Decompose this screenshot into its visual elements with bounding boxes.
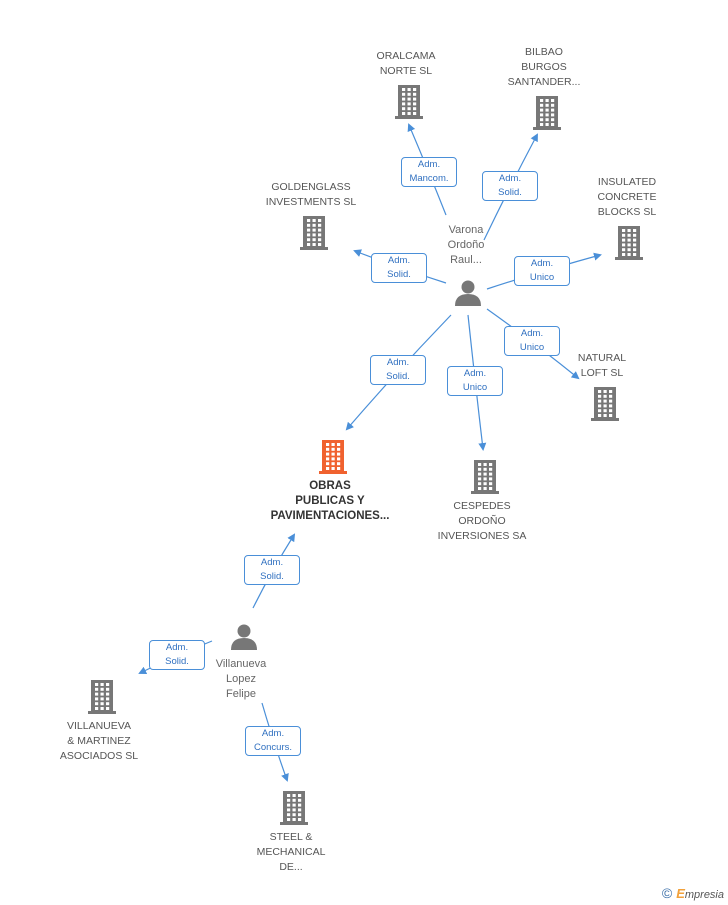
- building-icon[interactable]: [471, 460, 499, 494]
- empresia-logo[interactable]: ©Empresia: [662, 885, 724, 901]
- building-icon[interactable]: [533, 96, 561, 130]
- building-icon[interactable]: [615, 226, 643, 260]
- company-label[interactable]: ORALCAMA NORTE SL: [376, 50, 436, 77]
- company-label[interactable]: OBRAS PUBLICAS Y PAVIMENTACIONES...: [270, 480, 390, 522]
- role-badge[interactable]: Adm. Solid.: [149, 640, 205, 670]
- company-label[interactable]: VILLANUEVA & MARTINEZ ASOCIADOS SL: [59, 720, 139, 762]
- copyright-icon: ©: [661, 885, 673, 901]
- company-label[interactable]: GOLDENGLASS INVESTMENTS SL: [265, 181, 357, 208]
- building-icon[interactable]: [300, 216, 328, 250]
- role-badge[interactable]: Adm. Unico: [514, 256, 570, 286]
- building-icon[interactable]: [280, 791, 308, 825]
- role-badge[interactable]: Adm. Solid.: [482, 171, 538, 201]
- company-label[interactable]: STEEL & MECHANICAL DE...: [256, 831, 326, 873]
- building-icon[interactable]: [591, 387, 619, 421]
- company-label[interactable]: BILBAO BURGOS SANTANDER...: [507, 46, 581, 88]
- building-icon[interactable]: [395, 85, 423, 119]
- company-label[interactable]: INSULATED CONCRETE BLOCKS SL: [597, 176, 657, 218]
- brand-initial: E: [676, 886, 685, 901]
- role-badge[interactable]: Adm. Solid.: [244, 555, 300, 585]
- role-badge[interactable]: Adm. Solid.: [371, 253, 427, 283]
- role-badge[interactable]: Adm. Unico: [504, 326, 560, 356]
- edges-layer: [138, 123, 602, 782]
- role-badge[interactable]: Adm. Solid.: [370, 355, 426, 385]
- role-badge[interactable]: Adm. Concurs.: [245, 726, 301, 756]
- role-badge[interactable]: Adm. Unico: [447, 366, 503, 396]
- person-icon[interactable]: [231, 624, 257, 651]
- person-label[interactable]: Villanueva Lopez Felipe: [215, 658, 267, 700]
- person-icon[interactable]: [455, 280, 481, 307]
- brand-name: mpresia: [684, 889, 724, 901]
- building-icon[interactable]: [319, 440, 347, 474]
- person-label[interactable]: Varona Ordoño Raul...: [447, 224, 485, 266]
- building-icon[interactable]: [88, 680, 116, 714]
- role-badge[interactable]: Adm. Mancom.: [401, 157, 457, 187]
- icons-layer: [88, 85, 643, 825]
- company-label[interactable]: NATURAL LOFT SL: [577, 352, 627, 379]
- company-label[interactable]: CESPEDES ORDOÑO INVERSIONES SA: [437, 500, 527, 542]
